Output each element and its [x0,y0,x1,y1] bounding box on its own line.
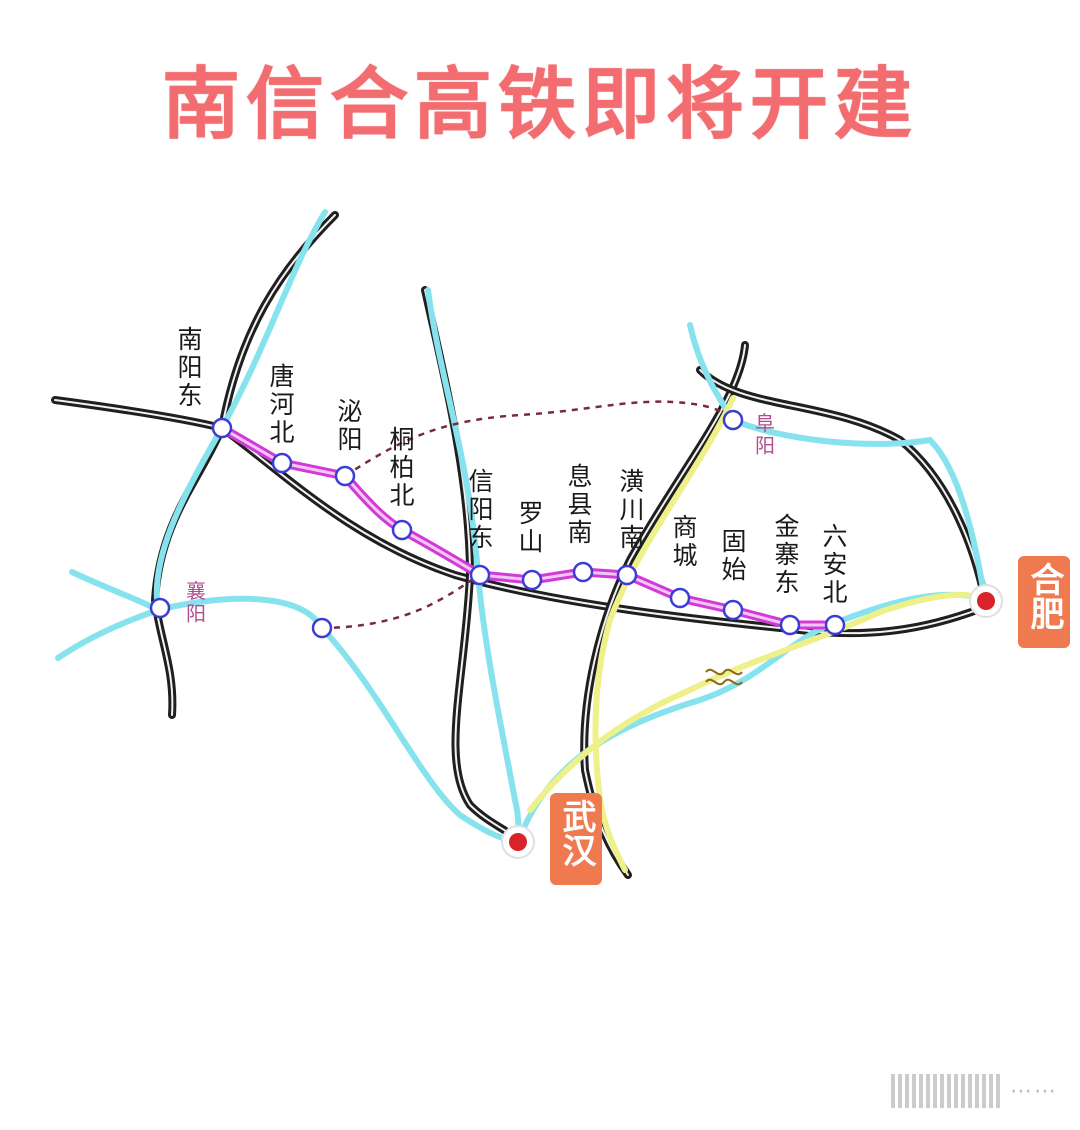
station-fuyang [722,409,744,431]
label-tanghe-bei: 唐河北 [269,362,294,447]
station-xinyang-dong [469,564,491,586]
station-liuan-bei [824,614,846,636]
station-gushi [722,599,744,621]
city-tag-wuhan: 武汉 [550,793,602,885]
label-xixian-nan: 息县南 [567,462,592,547]
label-gushi: 固始 [721,527,746,584]
watermark-dots: ⋯⋯ [1010,1078,1058,1104]
label-fuyang: 阜阳 [755,411,775,457]
station-tongbai-bei [391,519,413,541]
lines-yellow [527,395,991,873]
label-tongbai-bei: 桐柏北 [389,425,414,510]
label-huangchuan-nan: 潢川南 [619,467,644,552]
city-tag-hefei: 合肥 [1018,556,1070,648]
sketch-mark [705,668,743,686]
station-nanyang-dong [211,417,233,439]
station-luoshan [521,569,543,591]
station-unnamed [311,617,333,639]
station-jinzhai-dong [779,614,801,636]
station-markers [149,409,846,639]
city-tag-hefei-text: 合肥 [1024,562,1064,630]
planned-lines-dashed [321,400,734,630]
station-labels: 南阳东 唐河北 泌阳 桐柏北 信阳东 罗山 息县南 潢川南 商城 固始 金寨东 … [177,325,847,625]
hub-markers [501,584,1003,859]
label-shangcheng: 商城 [672,513,697,570]
station-huangchuan-nan [616,564,638,586]
label-liuan-bei: 六安北 [822,522,847,607]
brand-bars-icon [891,1074,1000,1108]
label-biyang: 泌阳 [337,397,362,454]
station-tanghe-bei [271,452,293,474]
label-nanyang-dong: 南阳东 [177,325,202,410]
station-biyang [334,465,356,487]
city-tag-wuhan-text: 武汉 [556,799,596,867]
watermark: ⋯⋯ [891,1071,1058,1111]
station-shangcheng [669,587,691,609]
station-xixian-nan [572,561,594,583]
station-xiangyang [149,597,171,619]
new-line-magenta [217,423,840,630]
label-luoshan: 罗山 [518,499,543,556]
label-xinyang-dong: 信阳东 [468,467,493,552]
label-xiangyang: 襄阳 [186,579,206,625]
map-title: 南信合高铁即将开建 [161,60,918,150]
label-jinzhai-dong: 金寨东 [774,512,799,597]
